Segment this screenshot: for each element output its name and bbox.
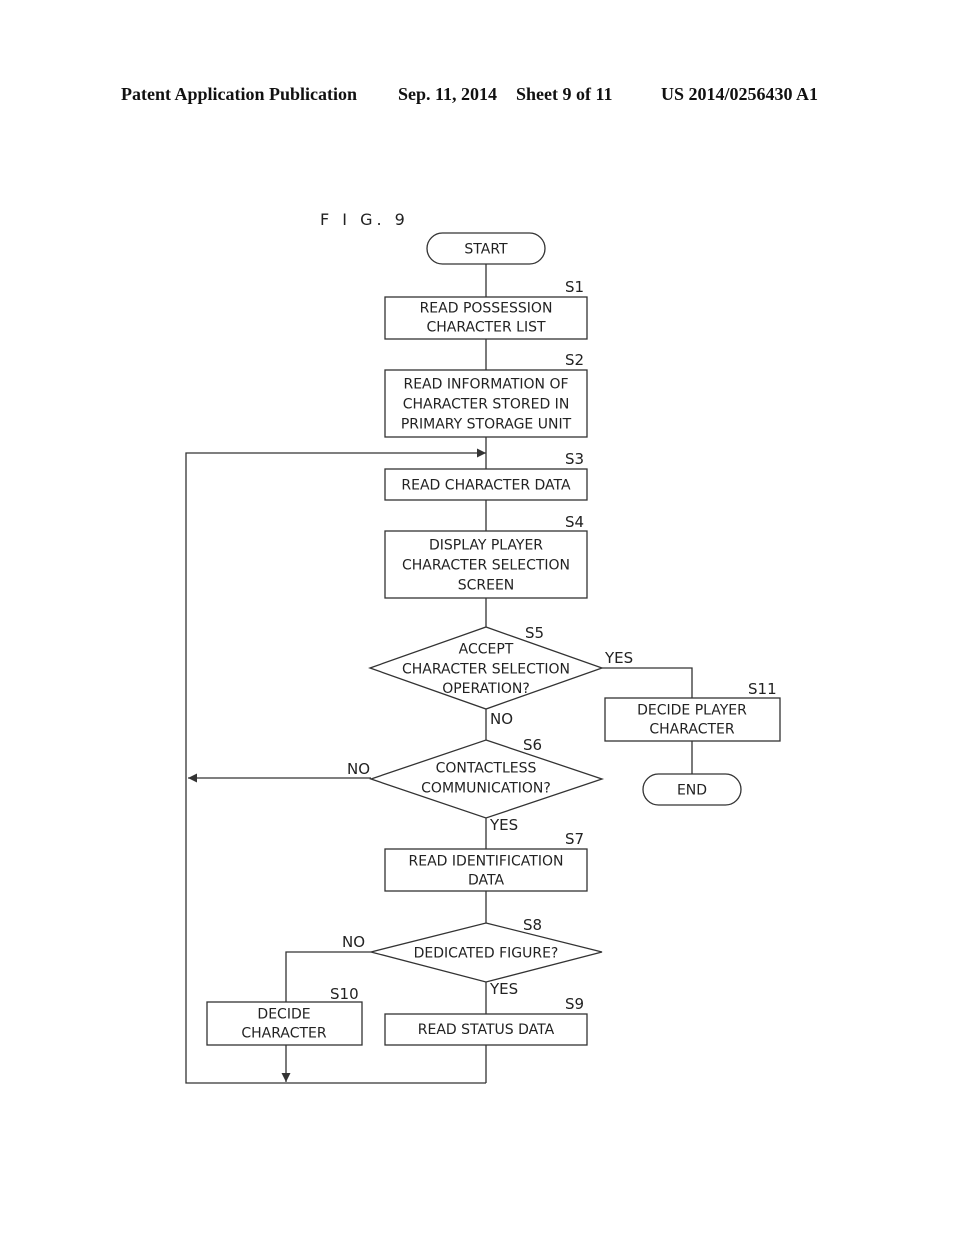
s11-step-label: S11	[748, 680, 777, 698]
connector-s8-s10	[285, 951, 371, 1002]
process-s2: READ INFORMATION OF CHARACTER STORED IN …	[384, 351, 588, 438]
s2-line-3: PRIMARY STORAGE UNIT	[401, 417, 572, 433]
s10-step-label: S10	[330, 985, 359, 1003]
s2-line-2: CHARACTER STORED IN	[403, 397, 570, 413]
s6-no-label: NO	[347, 760, 370, 778]
s8-step-label: S8	[523, 916, 542, 934]
s4-line-3: SCREEN	[458, 578, 515, 594]
process-s4: DISPLAY PLAYER CHARACTER SELECTION SCREE…	[384, 513, 588, 599]
s6-step-label: S6	[523, 736, 542, 754]
s4-line-2: CHARACTER SELECTION	[402, 558, 570, 574]
s10-line-2: CHARACTER	[241, 1026, 327, 1042]
s8-yes-label: YES	[489, 980, 518, 998]
s5-line-2: CHARACTER SELECTION	[402, 662, 570, 678]
s1-line-1: READ POSSESSION	[420, 301, 553, 317]
figure-title: F I G. 9	[320, 210, 409, 229]
s3-step-label: S3	[565, 450, 584, 468]
s8-line-1: DEDICATED FIGURE?	[414, 946, 559, 962]
s7-line-2: DATA	[468, 873, 504, 889]
connector-s5-s11	[602, 667, 693, 698]
s2-line-1: READ INFORMATION OF	[403, 377, 568, 393]
publication-label: Patent Application Publication	[121, 84, 358, 104]
process-s10: DECIDE CHARACTER S10	[206, 985, 363, 1046]
s7-line-1: READ IDENTIFICATION	[409, 854, 564, 870]
s2-step-label: S2	[565, 351, 584, 369]
s6-line-2: COMMUNICATION?	[421, 781, 551, 797]
process-s3: READ CHARACTER DATA S3	[384, 450, 588, 501]
process-s11: DECIDE PLAYER CHARACTER S11	[604, 680, 781, 742]
s5-no-label: NO	[490, 710, 513, 728]
s8-no-label: NO	[342, 933, 365, 951]
s9-line-1: READ STATUS DATA	[418, 1022, 555, 1038]
sheet-number: Sheet 9 of 11	[516, 84, 613, 104]
process-s9: READ STATUS DATA S9	[384, 995, 588, 1046]
s9-step-label: S9	[565, 995, 584, 1013]
start-label: START	[464, 242, 508, 258]
s5-line-3: OPERATION?	[442, 681, 530, 697]
s4-step-label: S4	[565, 513, 584, 531]
decision-s6: CONTACTLESS COMMUNICATION? S6	[368, 736, 605, 819]
end-label: END	[677, 783, 707, 799]
s6-yes-label: YES	[489, 816, 518, 834]
s1-line-2: CHARACTER LIST	[426, 320, 546, 336]
patent-number: US 2014/0256430 A1	[661, 84, 819, 104]
decision-s5: ACCEPT CHARACTER SELECTION OPERATION? S5	[368, 624, 604, 710]
s6-line-1: CONTACTLESS	[436, 761, 537, 777]
s11-line-1: DECIDE PLAYER	[637, 703, 747, 719]
loop-back-arrow	[185, 448, 486, 1084]
process-s7: READ IDENTIFICATION DATA S7	[384, 830, 588, 892]
end-terminal: END	[642, 773, 742, 806]
process-s1: READ POSSESSION CHARACTER LIST S1	[384, 278, 588, 340]
s11-line-2: CHARACTER	[649, 722, 735, 738]
s5-step-label: S5	[525, 624, 544, 642]
s7-step-label: S7	[565, 830, 584, 848]
s1-step-label: S1	[565, 278, 584, 296]
s5-yes-label: YES	[604, 649, 633, 667]
start-terminal: START	[426, 232, 546, 265]
s5-line-1: ACCEPT	[459, 642, 514, 658]
s4-line-1: DISPLAY PLAYER	[429, 538, 543, 554]
publication-date: Sep. 11, 2014	[398, 84, 498, 104]
connectors	[185, 264, 693, 1084]
s3-line-1: READ CHARACTER DATA	[401, 478, 571, 494]
s10-line-1: DECIDE	[257, 1007, 310, 1023]
decision-s8: DEDICATED FIGURE? S8	[370, 916, 603, 983]
